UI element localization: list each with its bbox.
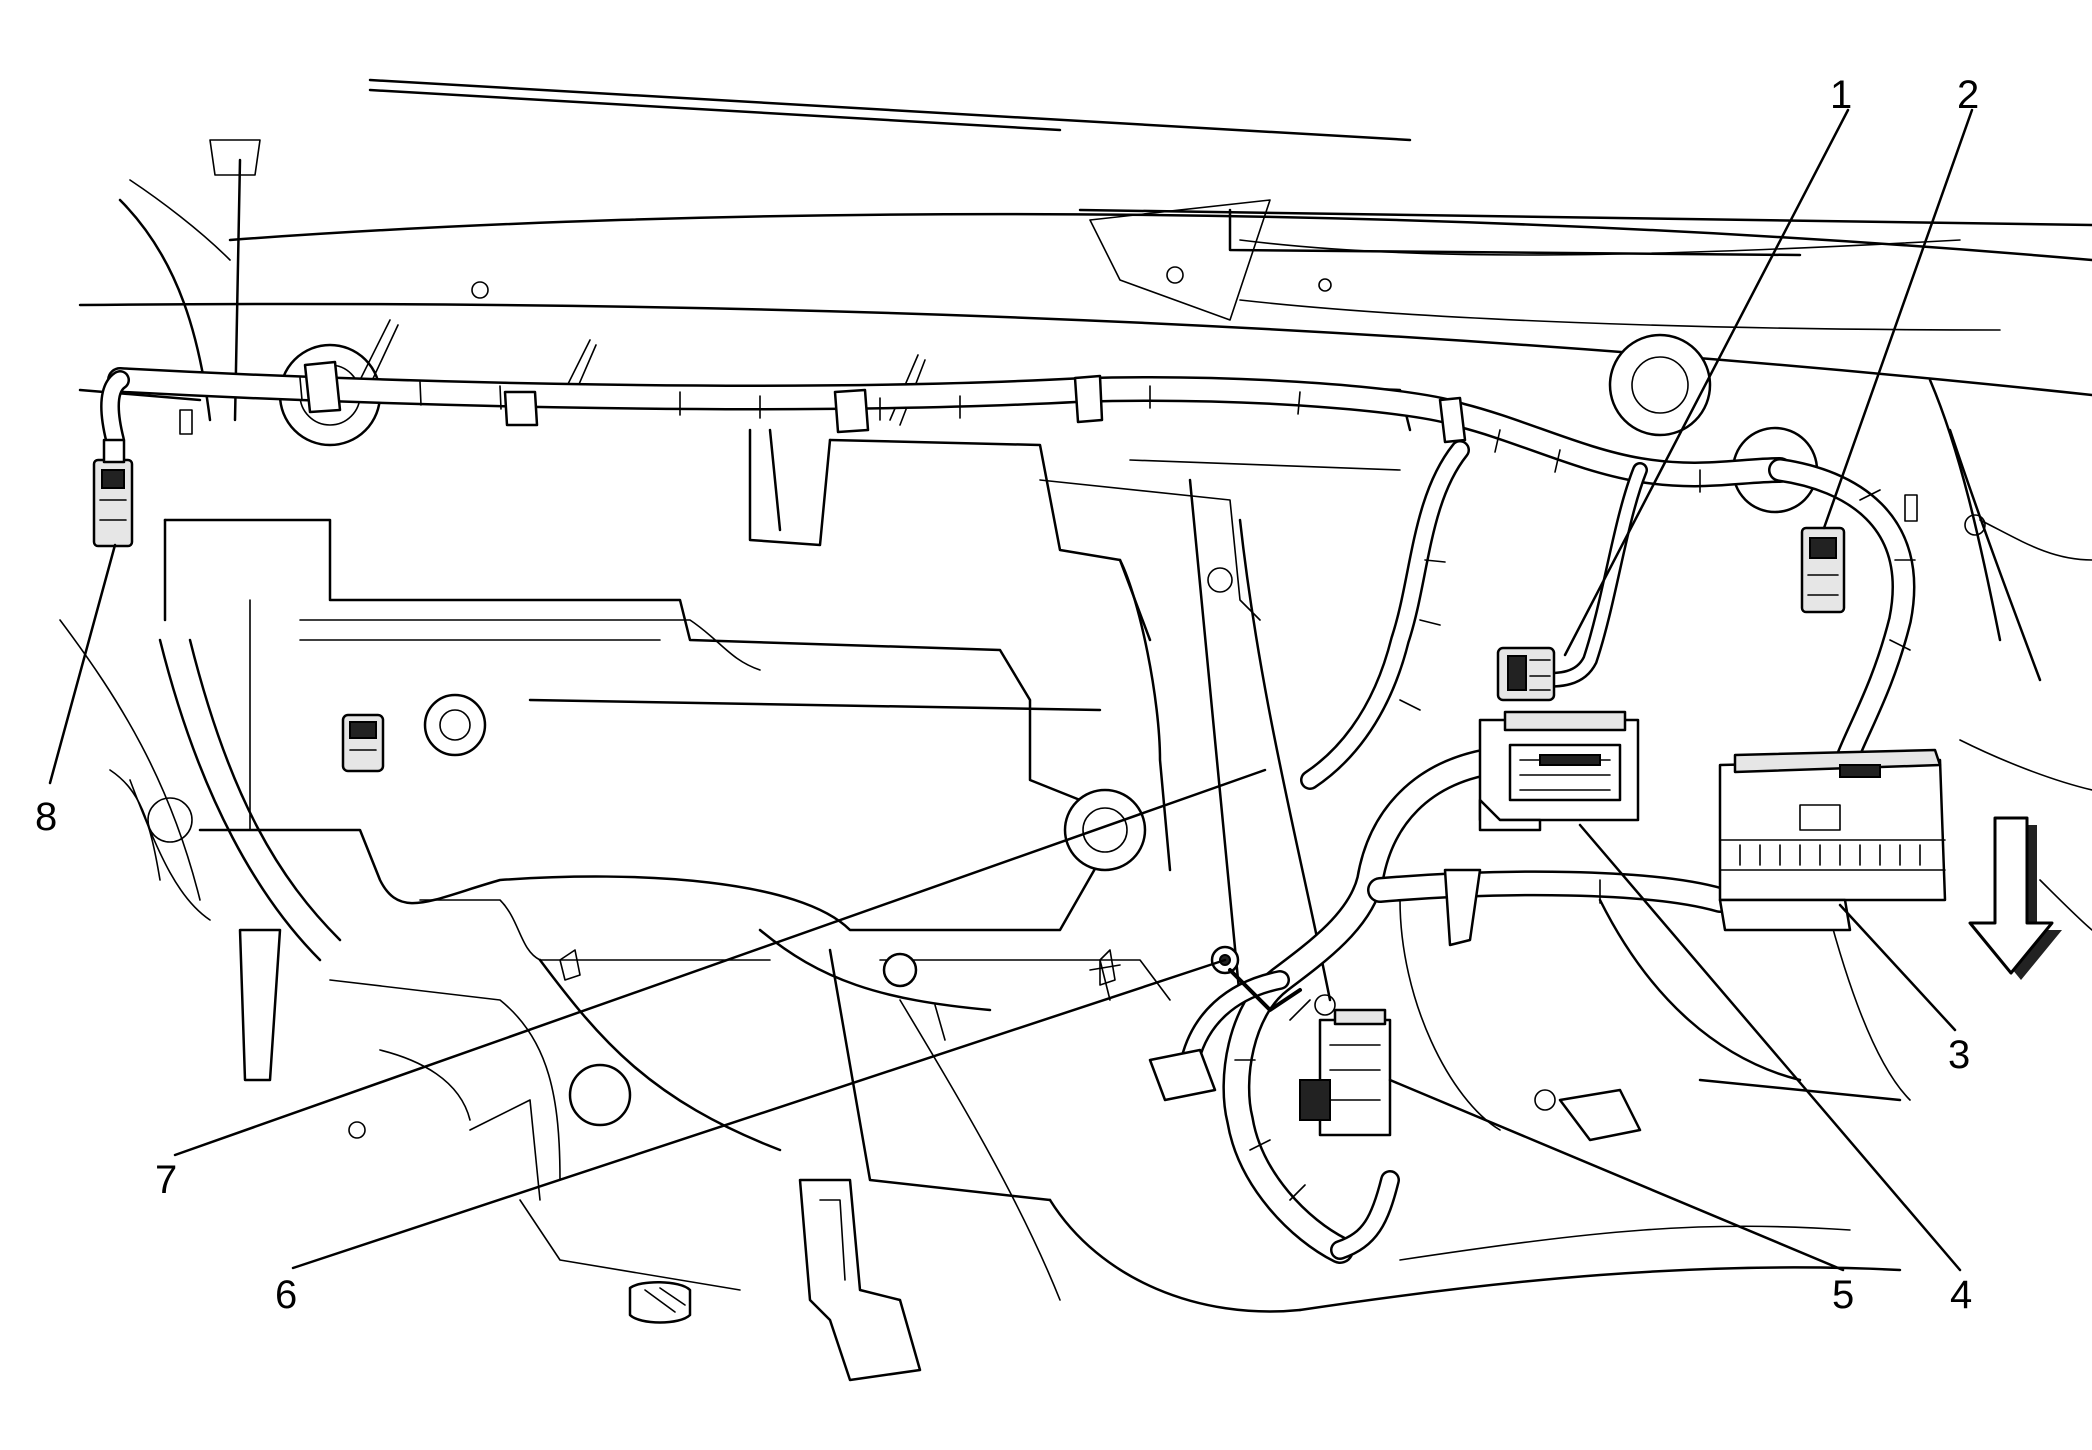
leader-line-8: [48, 543, 117, 785]
callout-7: 7: [155, 1158, 177, 1202]
callout-8: 8: [35, 795, 57, 839]
leader-line-5: [1388, 1078, 1845, 1272]
leader-lines: [48, 108, 1974, 1272]
connector-4: [1478, 710, 1640, 832]
connector-8: [92, 438, 134, 548]
callout-6: 6: [275, 1273, 297, 1317]
leader-line-1: [1563, 108, 1850, 657]
down-arrow-icon: [1968, 816, 2062, 980]
leader-line-4: [1578, 823, 1962, 1272]
connector-2: [1800, 526, 1846, 614]
leader-line-6: [291, 958, 1227, 1270]
grommets: [179, 266, 1986, 1139]
callout-4: 4: [1950, 1273, 1972, 1317]
bolts: [359, 319, 1121, 1041]
connector-7: [341, 713, 385, 773]
callout-labels: 1 2 3 4 5 6 7 8: [35, 73, 1979, 1317]
connector-5: [1299, 1008, 1392, 1137]
callout-1: 1: [1830, 73, 1852, 117]
leader-line-2: [1822, 108, 1974, 530]
leader-line-3: [1838, 903, 1957, 1032]
connector-3: [1718, 748, 1947, 932]
connector-1: [1496, 646, 1556, 702]
callout-3: 3: [1948, 1033, 1970, 1077]
callout-2: 2: [1957, 73, 1979, 117]
wiring-harness: [100, 360, 1916, 1264]
callout-5: 5: [1832, 1273, 1854, 1317]
leader-line-7: [173, 768, 1267, 1157]
